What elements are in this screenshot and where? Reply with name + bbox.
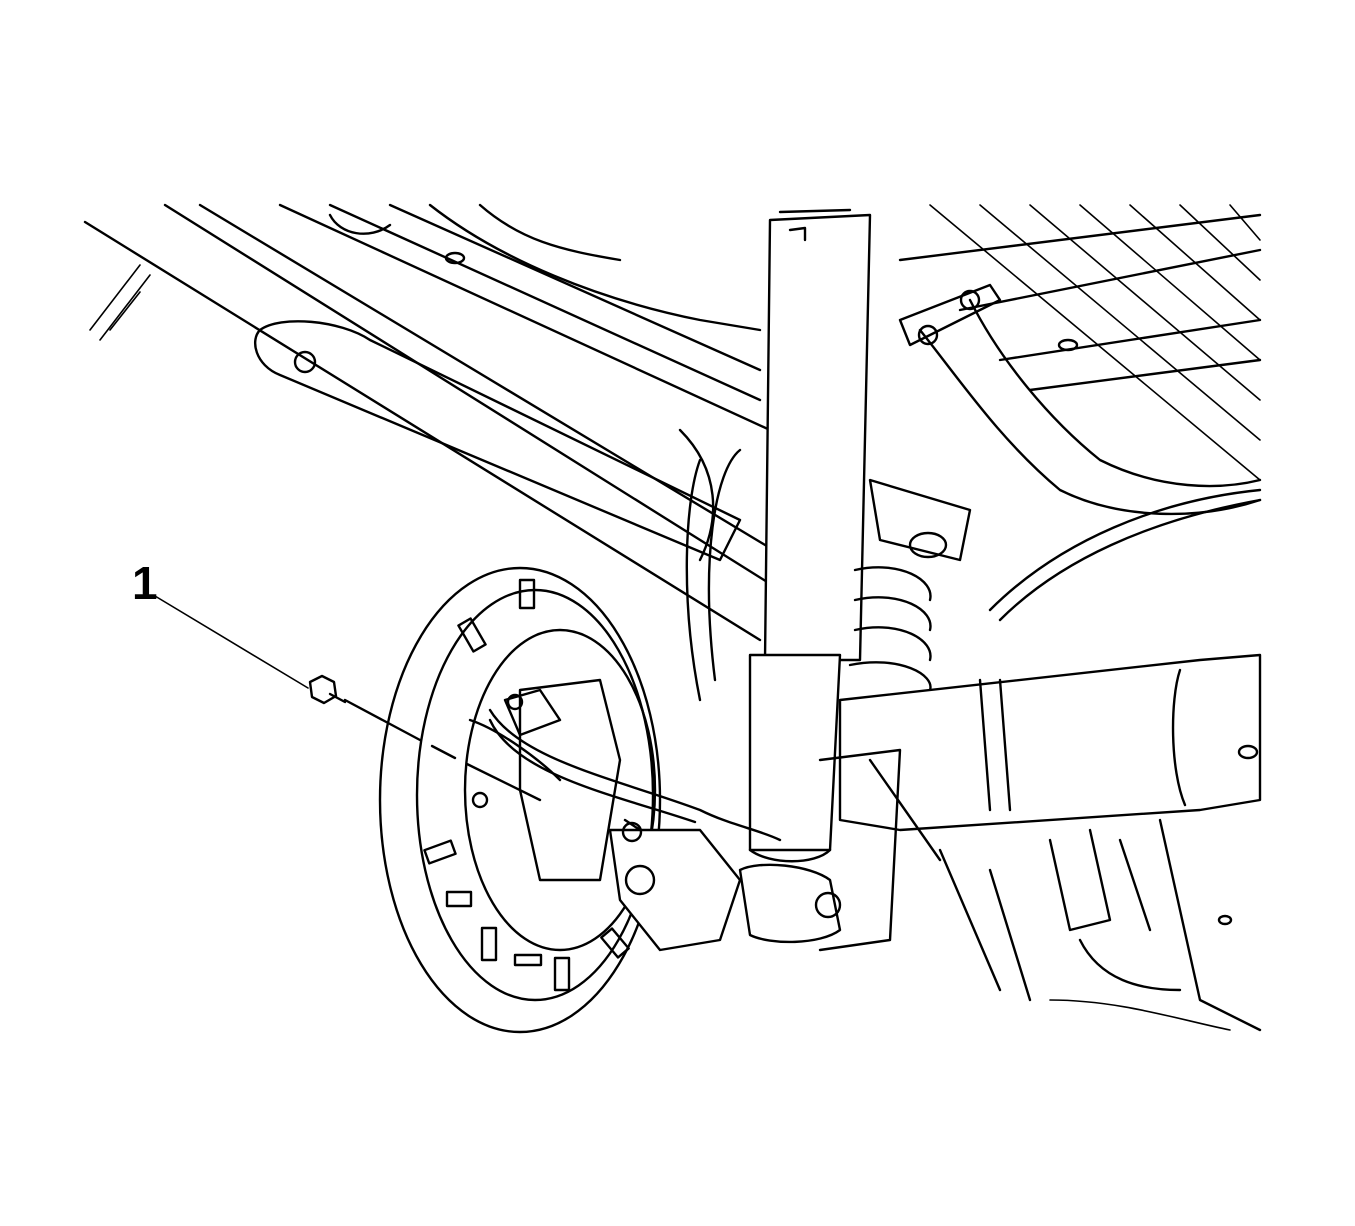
shock-absorber: [748, 208, 872, 863]
hub-assembly: [503, 688, 842, 952]
spring-bumper: [848, 478, 972, 692]
fastener-nut-icon: [308, 674, 338, 705]
axle-beam: [818, 653, 1262, 952]
brake-lines: [898, 283, 1262, 622]
callout-1: [154, 595, 542, 802]
frame-rails: [83, 203, 792, 642]
lower-hardware: [938, 818, 1262, 1032]
floor-pan: [898, 204, 1262, 481]
trailing-link: [253, 320, 742, 562]
brake-cable: [488, 448, 782, 842]
callout-label-1: 1: [132, 557, 158, 609]
brake-backing-plate: [378, 566, 662, 1034]
